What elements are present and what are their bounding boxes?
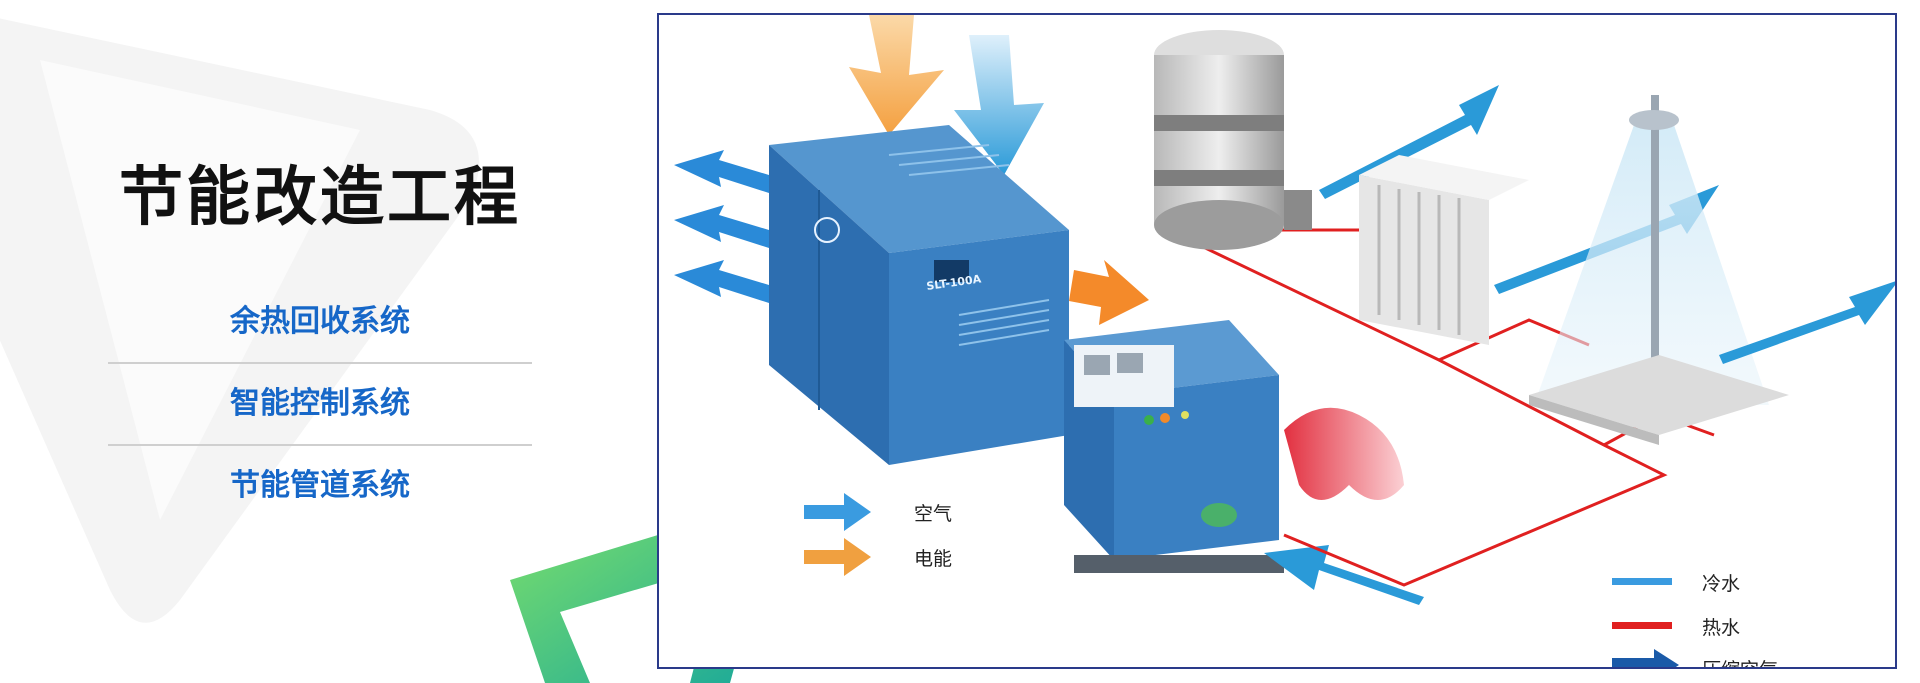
cold-water-arrow-radiator [1494,185,1719,294]
cold-water-arrow-tank [1319,85,1499,199]
left-panel: 节能改造工程 余热回收系统 智能控制系统 节能管道系统 [100,160,540,526]
legend-air-swatch [804,493,871,531]
heat-output-burst [1284,407,1404,500]
legend-electric-swatch [804,538,871,576]
cold-water-arrow-shower [1719,281,1895,364]
nav-item-smart-control[interactable]: 智能控制系统 [108,364,532,446]
air-exhaust-arrows [674,150,769,303]
nav-item-energy-pipeline[interactable]: 节能管道系统 [230,467,410,503]
heat-recovery-unit [1064,320,1284,573]
nav-item-waste-heat-recovery[interactable]: 余热回收系统 [108,282,532,364]
radiator [1359,155,1529,345]
shower [1529,95,1789,445]
electric-energy-arrow-top [849,15,944,135]
page-title: 节能改造工程 [119,161,521,235]
air-intake-arrow-top [954,35,1044,175]
system-diagram: SLT-100A [657,13,1897,669]
legend-cold-water-swatch [1612,578,1672,585]
legend-compressed-air-label: 压缩空气 [1702,655,1778,667]
background-triangle-decor [0,18,479,623]
legend-electric-label: 电能 [914,548,953,570]
legend-air-label: 空气 [914,503,953,525]
compressed-air-inlet-arrow [1264,545,1424,605]
legend-hot-water-swatch [1612,622,1672,629]
diagram-illustration: SLT-100A [674,15,1895,667]
hot-water-tank [1154,30,1312,250]
legend-hot-water-label: 热水 [1702,617,1741,639]
legend-compressed-air-swatch [1612,649,1679,667]
control-display [934,260,969,282]
legend-cold-water-label: 冷水 [1702,573,1741,595]
air-compressor-large [769,125,1069,465]
electric-energy-arrow-side [1069,260,1149,325]
